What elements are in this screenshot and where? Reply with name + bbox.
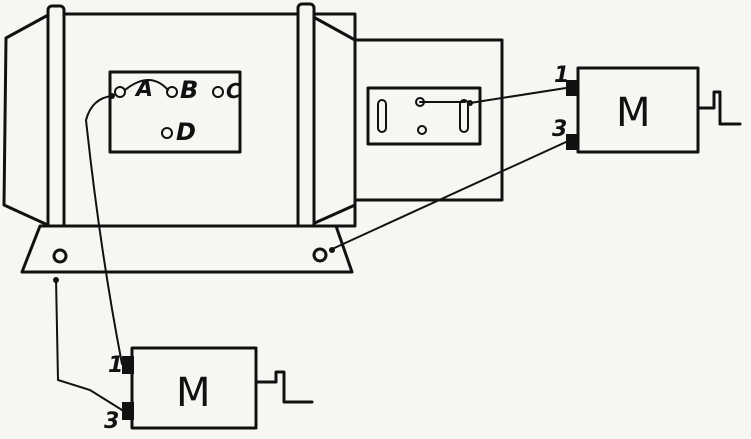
megger-bottom: M 1 3: [104, 346, 314, 434]
lead-bottom-3-to-base: [55, 277, 123, 411]
motor-left-end: [2, 12, 52, 228]
clip-switch: [467, 100, 473, 106]
terminal-box-frame: [108, 70, 242, 154]
clip-base-left: [53, 277, 59, 283]
switch-plate: [366, 86, 482, 146]
megger-right-terminal-3-label: 3: [552, 117, 567, 142]
motor-housing-extension: [353, 38, 504, 202]
lead-right-1-to-switch: [469, 87, 567, 104]
megger-bottom-crank: [254, 370, 314, 404]
megger-right-label: M: [616, 90, 651, 136]
megger-bottom-body: [130, 346, 258, 430]
megger-bottom-terminal-1-label: 1: [108, 353, 123, 378]
switch-slot-right: [459, 99, 469, 133]
megger-right: M 1 3: [552, 63, 742, 154]
base-bolt-right: [312, 247, 328, 263]
terminal-b-post: [166, 86, 178, 98]
megger-bottom-label: M: [176, 370, 211, 416]
motor-base: [20, 224, 354, 274]
switch-slot-left: [377, 99, 387, 133]
switch-post-bottom: [417, 125, 427, 135]
megger-right-body: [576, 66, 700, 154]
clip-base-right: [329, 247, 335, 253]
megger-bottom-terminal-1: [122, 356, 134, 374]
test-leads: [53, 87, 567, 411]
terminal-d-label: D: [176, 118, 196, 146]
terminal-link-ab: [124, 79, 169, 91]
terminal-a-post: [114, 86, 126, 98]
terminal-box: A B C D: [108, 70, 242, 154]
megger-right-terminal-1-label: 1: [554, 63, 569, 88]
terminal-d-post: [161, 127, 173, 139]
terminal-a-label: A: [134, 77, 153, 102]
motor-band-right: [296, 2, 316, 238]
motor: [2, 2, 504, 274]
megger-right-terminal-3: [566, 134, 578, 150]
megger-right-crank: [696, 90, 742, 126]
switch-plate-frame: [366, 86, 482, 146]
megger-right-terminal-1: [566, 80, 578, 96]
motor-band-left: [46, 4, 66, 240]
megger-bottom-terminal-3-label: 3: [104, 409, 119, 434]
megger-bottom-terminal-3: [122, 402, 134, 420]
lead-bottom-1-to-terminal-a: [84, 95, 123, 365]
switch-post-top: [415, 97, 425, 107]
terminal-b-label: B: [180, 76, 198, 104]
base-bolt-left: [52, 248, 68, 264]
clip-terminal-a: [109, 93, 115, 99]
lead-right-3-to-base: [329, 141, 567, 251]
terminal-c-post: [212, 86, 224, 98]
terminal-c-label: C: [226, 79, 241, 103]
